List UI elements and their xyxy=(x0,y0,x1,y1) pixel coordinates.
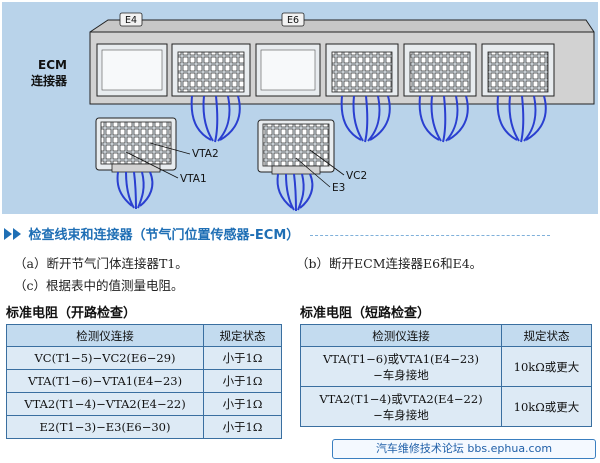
cell-connection: VTA2(T1−4)−VTA2(E4−22) xyxy=(6,392,204,416)
cell-connection-line-1: VTA(T1−6)或VTA1(E4−23) xyxy=(323,351,479,366)
table-row: E2(T1−3)−E3(E6−30) 小于1Ω xyxy=(6,415,282,439)
label-vta1: VTA1 xyxy=(180,173,207,185)
ecm-connector-diagram: E4 E6 ECM 连接器 xyxy=(2,2,598,214)
forum-watermark: 汽车维修技术论坛 bbs.ephua.com xyxy=(332,439,596,459)
ecm-label-connector: 连接器 xyxy=(31,73,68,88)
section-title-text: 检查线束和连接器（节气门位置传感器-ECM） xyxy=(28,228,300,243)
section-title: 检查线束和连接器（节气门位置传感器-ECM） xyxy=(4,224,598,243)
ecm-connector-e4 xyxy=(171,43,251,97)
tag-e6: E6 xyxy=(281,12,305,27)
ecm-label: ECM xyxy=(38,58,67,72)
column-header-tester: 检测仪连接 xyxy=(6,324,204,347)
cell-connection: E2(T1−3)−E3(E6−30) xyxy=(6,415,204,439)
step-c: （c）根据表中的值测量电阻。 xyxy=(14,278,184,293)
short-circuit-table: 检测仪连接 规定状态 VTA(T1−6)或VTA1(E4−23) −车身接地 1… xyxy=(300,324,592,427)
ecm-connector-3 xyxy=(403,43,477,97)
harness-1-wires xyxy=(116,171,154,210)
cell-connection: VTA2(T1−4)或VTA2(E4−22) −车身接地 xyxy=(300,386,502,427)
ecm-wire-harnesses xyxy=(190,95,547,143)
ecm-slot-1 xyxy=(96,43,168,97)
short-table-heading: 标准电阻（短路检查） xyxy=(300,306,431,321)
cell-spec: 小于1Ω xyxy=(203,392,282,416)
cell-connection: VTA(T1−6)或VTA1(E4−23) −车身接地 xyxy=(300,346,502,387)
leader-lines xyxy=(125,142,345,188)
table-row: VTA2(T1−4)或VTA2(E4−22) −车身接地 10kΩ或更大 xyxy=(300,386,592,427)
cell-connection-line-2: −车身接地 xyxy=(373,407,429,422)
column-header-tester: 检测仪连接 xyxy=(300,324,502,347)
tag-e4: E4 xyxy=(119,12,143,27)
harness-2-wires xyxy=(276,173,314,212)
step-a: （a）断开节气门体连接器T1。 xyxy=(14,256,188,271)
table-header-row: 检测仪连接 规定状态 xyxy=(300,324,592,347)
tag-e4-label: E4 xyxy=(125,15,137,26)
cell-connection: VC(T1−5)−VC2(E6−29) xyxy=(6,346,204,370)
cell-connection-line-1: VTA2(T1−4)或VTA2(E4−22) xyxy=(319,391,483,406)
cell-spec: 10kΩ或更大 xyxy=(501,346,592,387)
column-header-spec: 规定状态 xyxy=(501,324,592,347)
cell-connection-line-2: −车身接地 xyxy=(373,367,429,382)
open-table-heading: 标准电阻（开路检查） xyxy=(6,306,137,321)
label-vc2: VC2 xyxy=(346,170,367,182)
cell-spec: 小于1Ω xyxy=(203,369,282,393)
cell-spec: 小于1Ω xyxy=(203,346,282,370)
label-vta2: VTA2 xyxy=(192,148,219,160)
ecm-connector-e6 xyxy=(325,43,399,97)
harness-connector-e6 xyxy=(257,119,335,175)
table-row: VTA(T1−6)或VTA1(E4−23) −车身接地 10kΩ或更大 xyxy=(300,346,592,387)
label-e3: E3 xyxy=(332,182,345,194)
harness-connector-e4 xyxy=(95,117,177,173)
table-row: VTA2(T1−4)−VTA2(E4−22) 小于1Ω xyxy=(6,392,282,416)
double-arrow-icon xyxy=(4,228,21,240)
step-b: （b）断开ECM连接器E6和E4。 xyxy=(296,256,483,271)
table-row: VC(T1−5)−VC2(E6−29) 小于1Ω xyxy=(6,346,282,370)
ecm-slot-2 xyxy=(255,43,321,97)
table-header-row: 检测仪连接 规定状态 xyxy=(6,324,282,347)
cell-spec: 10kΩ或更大 xyxy=(501,386,592,427)
open-circuit-table: 检测仪连接 规定状态 VC(T1−5)−VC2(E6−29) 小于1Ω VTA(… xyxy=(6,324,282,439)
tag-e6-label: E6 xyxy=(287,15,299,26)
section-title-rule xyxy=(309,235,550,236)
cell-spec: 小于1Ω xyxy=(203,415,282,439)
table-row: VTA(T1−6)−VTA1(E4−23) 小于1Ω xyxy=(6,369,282,393)
ecm-connector-4 xyxy=(481,43,555,97)
column-header-spec: 规定状态 xyxy=(203,324,282,347)
cell-connection: VTA(T1−6)−VTA1(E4−23) xyxy=(6,369,204,393)
